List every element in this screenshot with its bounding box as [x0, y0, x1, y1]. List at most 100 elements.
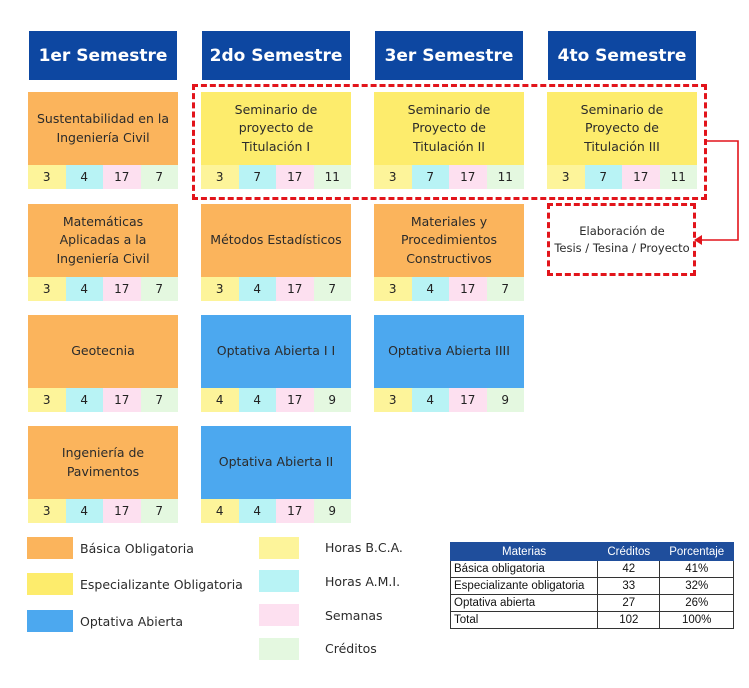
course-hours: 3 4 17 7	[28, 499, 178, 523]
hours-ami: 4	[65, 499, 103, 523]
hours-ami: 7	[411, 165, 449, 189]
legend-label-creditos: Créditos	[325, 641, 377, 656]
course-card: Métodos Estadísticos 3 4 17 7	[201, 204, 351, 301]
course-card: Optativa Abierta IIII 3 4 17 9	[374, 315, 524, 412]
hours-bca: 3	[374, 388, 412, 412]
credits: 11	[486, 165, 524, 189]
course-card: Optativa Abierta I I 4 4 17 9	[201, 315, 351, 412]
course-card: Seminario de proyecto de Titulación I 3 …	[201, 92, 351, 189]
course-hours: 3 4 17 9	[374, 388, 524, 412]
course-card: Geotecnia 3 4 17 7	[28, 315, 178, 412]
hours-bca: 3	[374, 277, 412, 301]
credits: 7	[140, 499, 178, 523]
cell-creditos: 33	[597, 577, 661, 595]
course-hours: 3 7 17 11	[374, 165, 524, 189]
hours-ami: 4	[65, 388, 103, 412]
credits: 7	[140, 165, 178, 189]
table-row: Especializante obligatoria 33 32%	[449, 577, 734, 595]
credits: 11	[313, 165, 351, 189]
credits: 9	[313, 499, 351, 523]
cell-materia: Básica obligatoria	[449, 560, 599, 578]
legend-swatch-optativa	[27, 610, 73, 632]
cell-creditos: 102	[597, 611, 661, 629]
course-hours: 4 4 17 9	[201, 499, 351, 523]
credits: 11	[659, 165, 697, 189]
col-header-porcentaje: Porcentaje	[659, 542, 734, 561]
course-hours: 4 4 17 9	[201, 388, 351, 412]
hours-ami: 4	[238, 277, 276, 301]
hours-bca: 3	[28, 165, 66, 189]
hours-bca: 3	[28, 388, 66, 412]
course-hours: 3 4 17 7	[28, 388, 178, 412]
weeks: 17	[276, 388, 314, 412]
connector-arrow	[694, 140, 739, 245]
hours-ami: 7	[238, 165, 276, 189]
legend-label-semanas: Semanas	[325, 608, 383, 623]
course-card: Matemáticas Aplicadas a la Ingeniería Ci…	[28, 204, 178, 301]
cell-porcentaje: 26%	[659, 594, 734, 612]
course-name: Matemáticas Aplicadas a la Ingeniería Ci…	[28, 204, 178, 277]
cell-porcentaje: 100%	[659, 611, 734, 629]
hours-ami: 4	[65, 277, 103, 301]
tesis-label: Elaboración de Tesis / Tesina / Proyecto	[550, 205, 694, 275]
weeks: 17	[622, 165, 660, 189]
cell-creditos: 27	[597, 594, 661, 612]
table-row: Básica obligatoria 42 41%	[449, 560, 734, 578]
credits: 9	[486, 388, 524, 412]
credits: 7	[313, 277, 351, 301]
tesis-line2: Tesis / Tesina / Proyecto	[554, 241, 690, 255]
table-row: Optativa abierta 27 26%	[449, 594, 734, 612]
hours-bca: 3	[201, 165, 239, 189]
tesis-line1: Elaboración de	[579, 223, 665, 238]
hours-bca: 3	[201, 277, 239, 301]
legend-label-bca: Horas B.C.A.	[325, 540, 403, 555]
hours-bca: 3	[28, 499, 66, 523]
credits-summary-table: Materias Créditos Porcentaje Básica obli…	[449, 542, 734, 629]
course-hours: 3 4 17 7	[28, 165, 178, 189]
legend-label-ami: Horas A.M.I.	[325, 574, 401, 589]
legend-label-optativa: Optativa Abierta	[80, 614, 184, 629]
course-name: Seminario de proyecto de Titulación I	[201, 92, 351, 165]
legend-swatch-especializante	[27, 573, 73, 595]
weeks: 17	[103, 277, 141, 301]
course-card: Sustentabilidad en la Ingeniería Civil 3…	[28, 92, 178, 189]
weeks: 17	[449, 277, 487, 301]
weeks: 17	[449, 165, 487, 189]
weeks: 17	[103, 165, 141, 189]
credits: 7	[486, 277, 524, 301]
hours-ami: 4	[238, 388, 276, 412]
legend-swatch-ami	[259, 570, 299, 592]
cell-materia: Especializante obligatoria	[449, 577, 599, 595]
course-name: Ingeniería de Pavimentos	[28, 426, 178, 499]
course-name: Seminario de Proyecto de Titulación II	[374, 92, 524, 165]
legend-label-especializante: Especializante Obligatoria	[80, 577, 243, 592]
weeks: 17	[276, 277, 314, 301]
table-header-row: Materias Créditos Porcentaje	[449, 542, 734, 561]
hours-bca: 4	[201, 388, 239, 412]
hours-ami: 4	[411, 277, 449, 301]
weeks: 17	[103, 388, 141, 412]
hours-ami: 4	[65, 165, 103, 189]
semester-header-2: 2do Semestre	[202, 31, 350, 80]
tesis-highlight-box	[547, 203, 696, 276]
hours-ami: 7	[584, 165, 622, 189]
course-hours: 3 7 17 11	[201, 165, 351, 189]
credits: 7	[140, 388, 178, 412]
credits: 7	[140, 277, 178, 301]
legend-swatch-bca	[259, 537, 299, 559]
cell-materia: Optativa abierta	[449, 594, 599, 612]
course-card: Seminario de Proyecto de Titulación III …	[547, 92, 697, 189]
cell-porcentaje: 41%	[659, 560, 734, 578]
course-name: Métodos Estadísticos	[201, 204, 351, 277]
course-hours: 3 7 17 11	[547, 165, 697, 189]
course-hours: 3 4 17 7	[201, 277, 351, 301]
legend-swatch-basica	[27, 537, 73, 559]
course-name: Seminario de Proyecto de Titulación III	[547, 92, 697, 165]
cell-creditos: 42	[597, 560, 661, 578]
course-card: Ingeniería de Pavimentos 3 4 17 7	[28, 426, 178, 523]
weeks: 17	[449, 388, 487, 412]
legend-swatch-semanas	[259, 604, 299, 626]
course-name: Optativa Abierta II	[201, 426, 351, 499]
course-name: Optativa Abierta IIII	[374, 315, 524, 388]
hours-bca: 3	[374, 165, 412, 189]
